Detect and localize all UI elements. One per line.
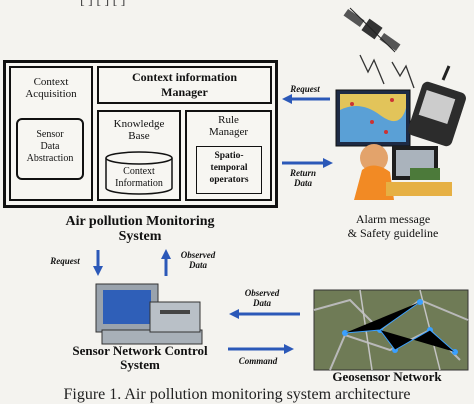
figure-caption: Figure 1. Air pollution monitoring syste… <box>63 386 411 403</box>
sensor-data-abstraction-label: Sensor Data Abstraction <box>26 129 74 164</box>
context-acquisition-title: Context Acquisition <box>25 76 77 100</box>
sensor-data-abstraction-box <box>16 118 84 180</box>
top-partial-text: [ ] [ ] [ ] <box>80 0 126 8</box>
observed-up-label: Observed Data <box>180 250 216 270</box>
database-cylinder-icon <box>105 151 173 195</box>
request-down-label: Request <box>50 256 80 266</box>
request-arrow-icon <box>282 94 330 104</box>
observed-left-label: Observed Data <box>244 288 280 308</box>
request-down-arrow-icon <box>93 250 103 276</box>
observed-up-arrow-icon <box>161 249 171 276</box>
geosensor-map-icon <box>313 289 469 371</box>
command-arrow-icon <box>228 344 294 354</box>
map-screen-icon <box>335 89 411 147</box>
satellite-icon <box>343 7 415 89</box>
rule-manager-title: Rule Manager <box>208 114 249 138</box>
geosensor-label: Geosensor Network <box>332 369 442 384</box>
mobile-device-icon <box>408 65 466 147</box>
spatio-temporal-box <box>196 146 262 194</box>
context-manager-title-box <box>97 66 272 104</box>
system-label: Air pollution Monitoring System <box>65 214 215 244</box>
return-data-label: Return Data <box>289 168 316 188</box>
request-right-label: Request <box>290 84 320 94</box>
spatio-temporal-label: Spatio- temporal operators <box>209 151 249 185</box>
sensor-control-label: Sensor Network Control System <box>72 343 208 372</box>
alarm-label: Alarm message & Safety guideline <box>347 212 439 240</box>
return-data-arrow-icon <box>282 158 333 168</box>
observed-left-arrow-icon <box>229 309 300 319</box>
context-manager-title: Context information Manager <box>132 70 237 99</box>
context-information-label: Context Information <box>115 166 163 189</box>
computer-icon <box>95 283 203 345</box>
person-at-desk-icon <box>354 144 452 200</box>
command-label: Command <box>238 356 278 366</box>
knowledge-base-title: Knowledge Base <box>113 118 165 142</box>
